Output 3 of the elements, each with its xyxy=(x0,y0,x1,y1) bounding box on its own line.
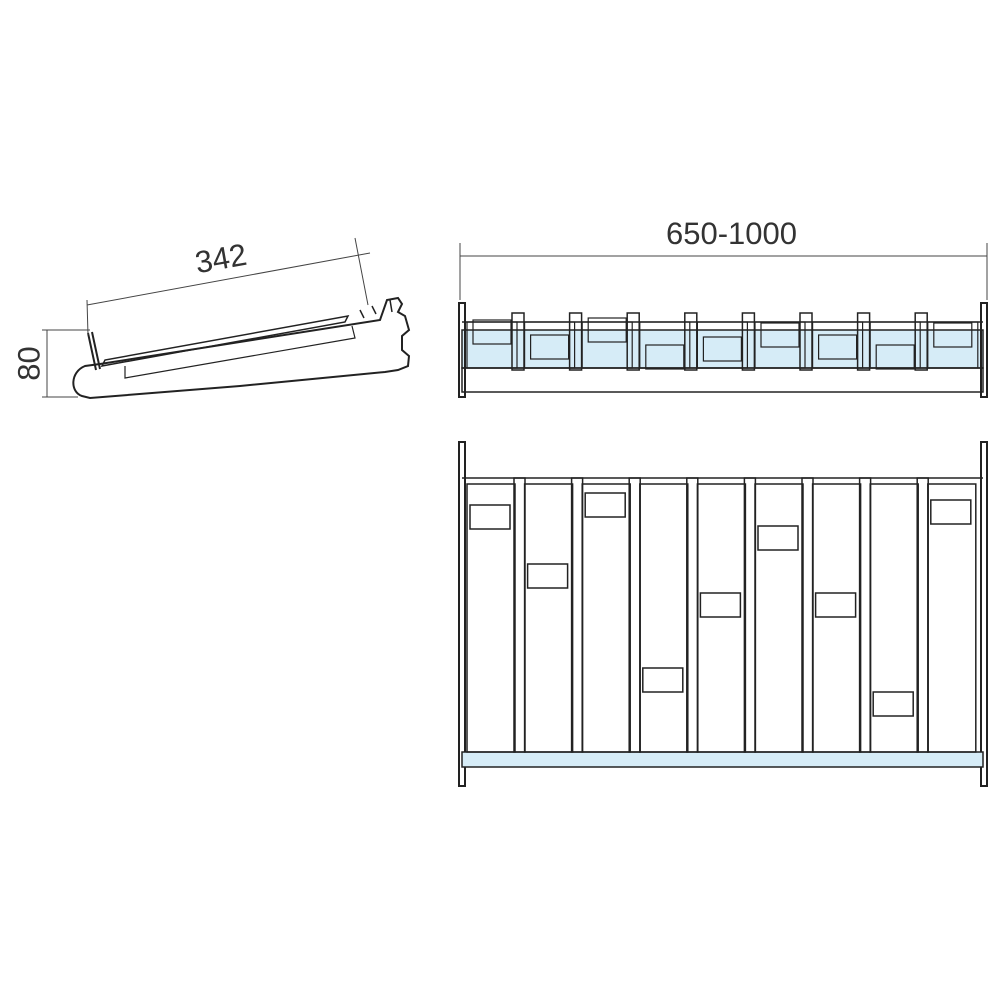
dimension-label: 650-1000 xyxy=(666,218,798,249)
dimension-label: 80 xyxy=(14,346,45,381)
dimension-label: 342 xyxy=(192,238,250,278)
